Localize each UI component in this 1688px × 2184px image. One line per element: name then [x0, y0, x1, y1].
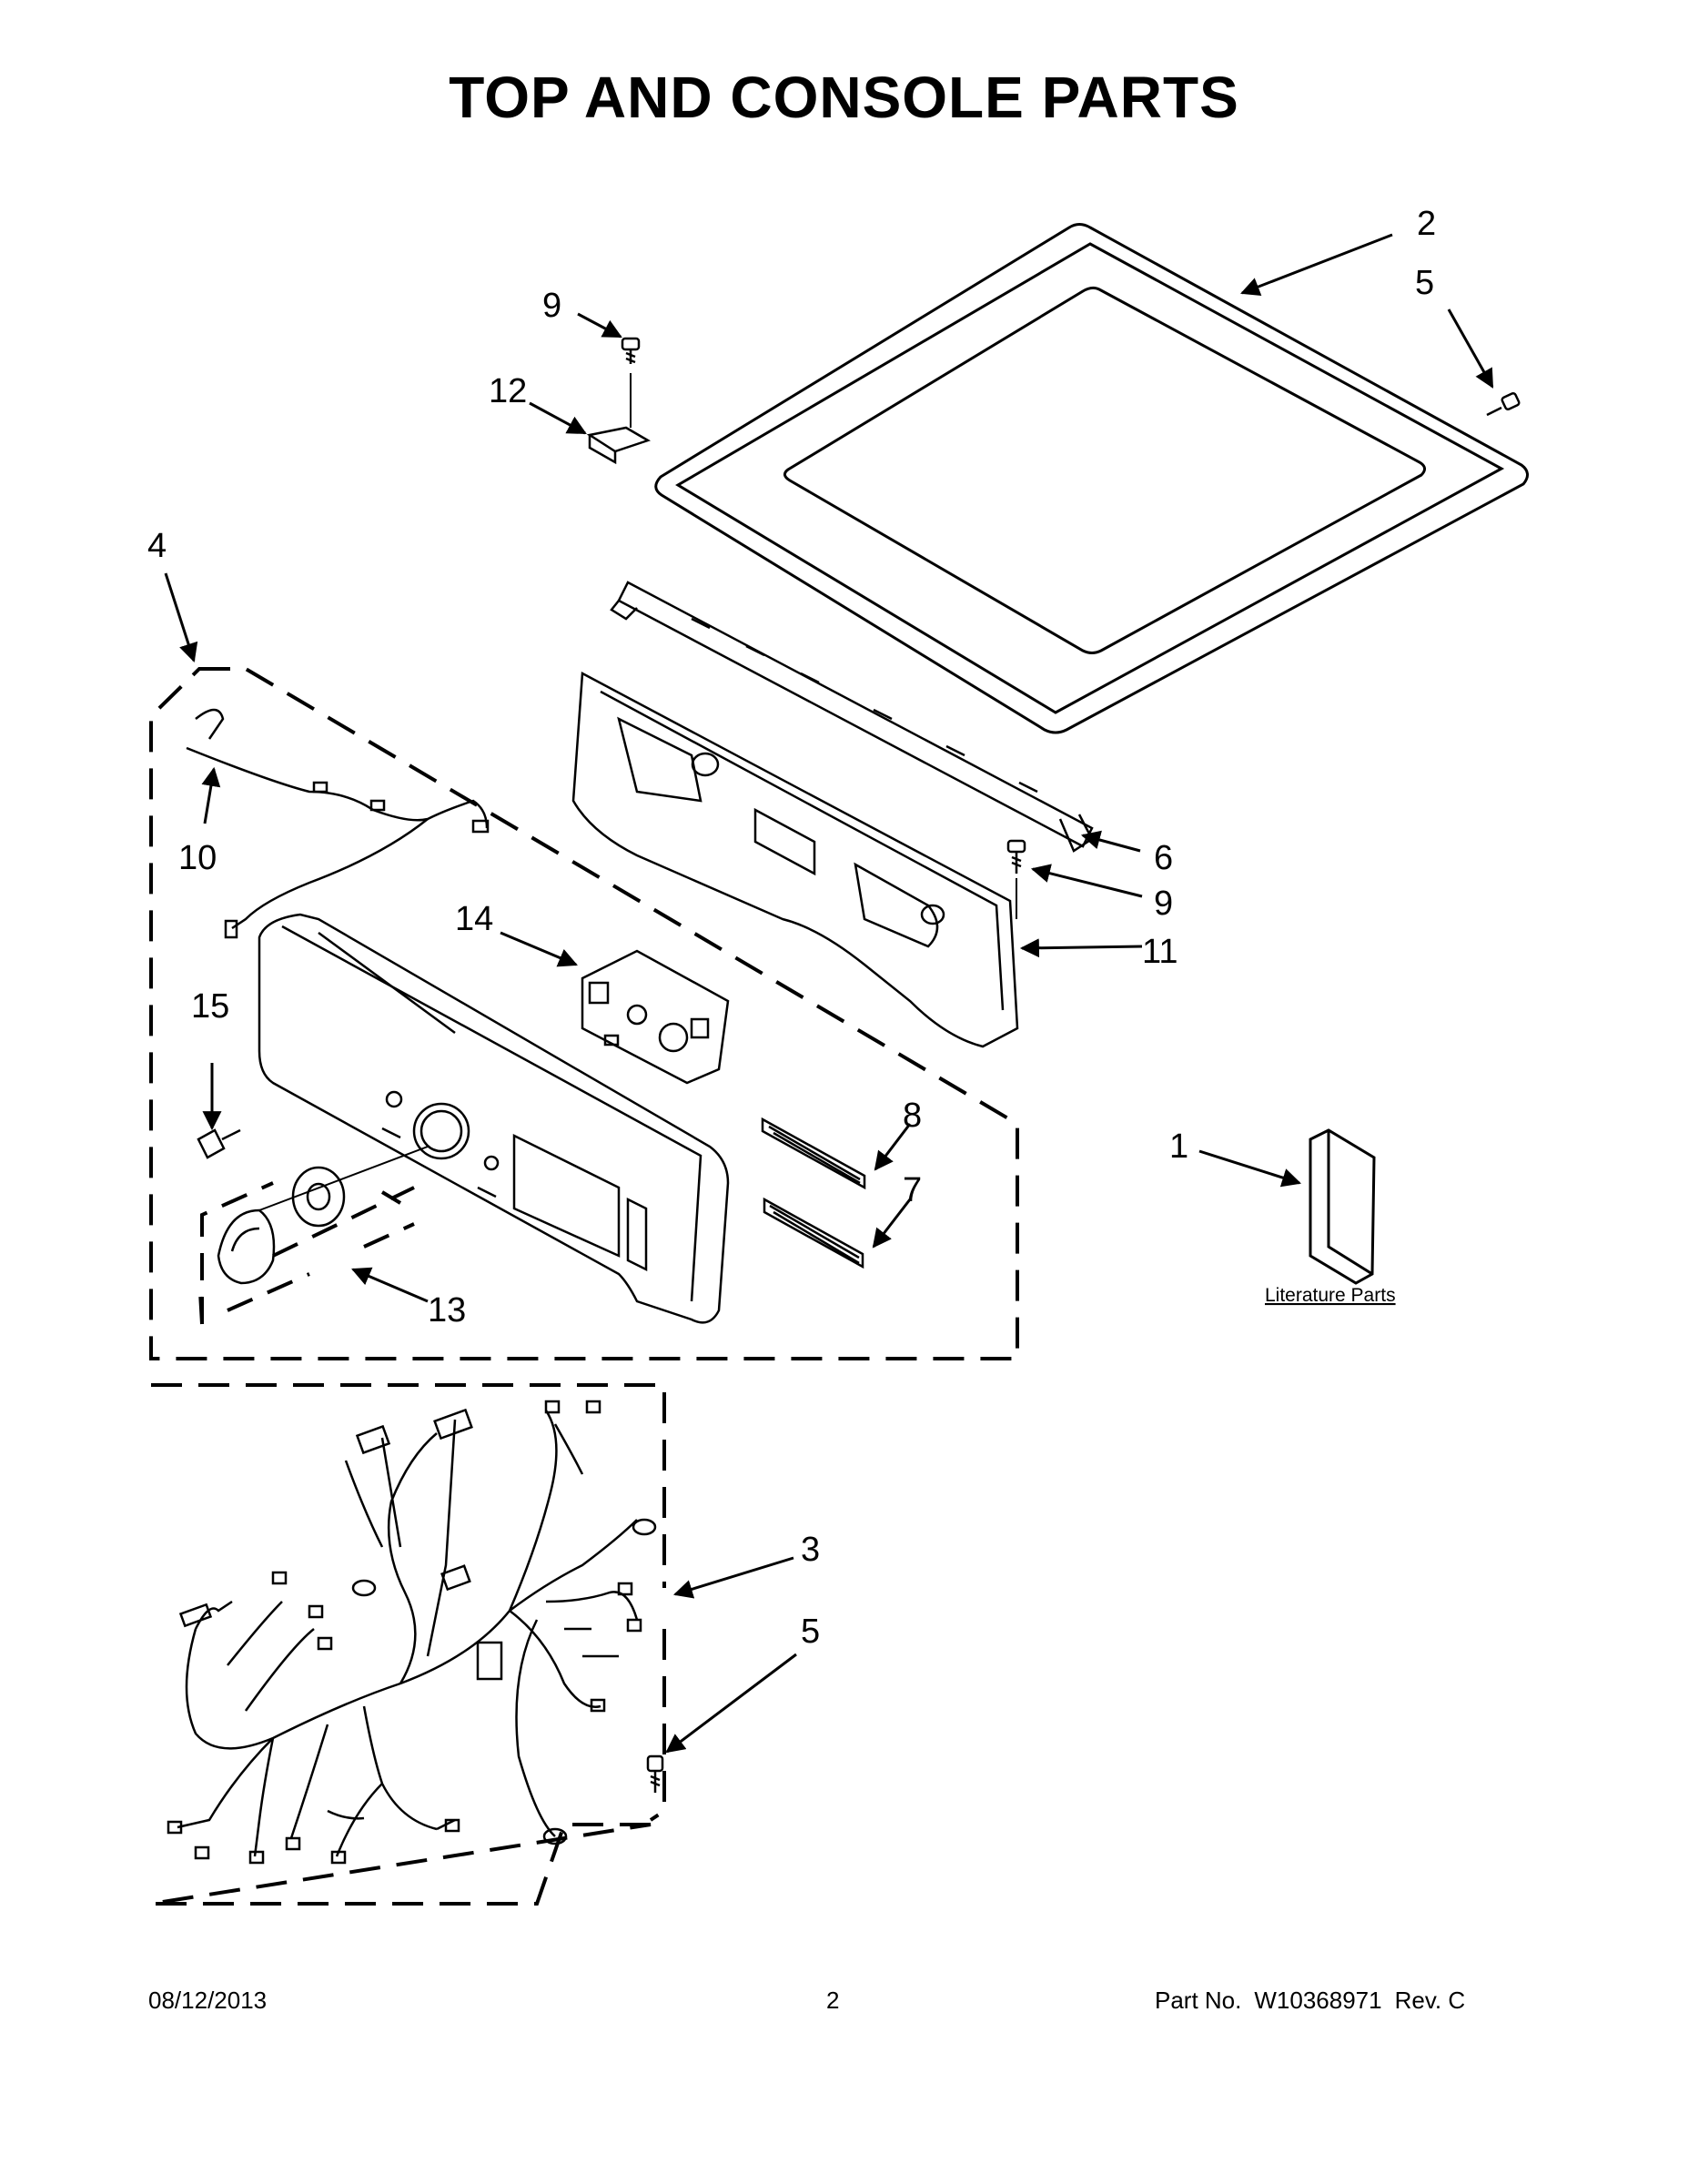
knob-assembly-outline	[198, 1181, 415, 1325]
screw-5-bottom	[646, 1754, 664, 1793]
callout-3: 3	[801, 1531, 820, 1569]
footer-part-number: W10368971	[1254, 1987, 1382, 2014]
console-back-panel	[571, 671, 1019, 1048]
footer-revision: Rev. C	[1394, 1987, 1466, 2014]
console-front-panel	[258, 913, 730, 1324]
console-rear-bracket	[610, 581, 1094, 853]
callout-7: 7	[903, 1171, 922, 1209]
footer-page-number: 2	[826, 1987, 840, 2014]
callout-13: 13	[428, 1291, 466, 1330]
wire-harness-outline	[150, 1383, 666, 1906]
callout-8: 8	[903, 1097, 922, 1135]
control-knob	[217, 1146, 429, 1285]
ribbon-cable-8	[761, 1117, 866, 1190]
ribbon-cable-7	[763, 1197, 864, 1269]
callout-10: 10	[178, 839, 217, 877]
callout-9-top: 9	[542, 287, 561, 325]
callout-14: 14	[455, 900, 493, 938]
clip-12	[586, 426, 652, 465]
callout-6: 6	[1154, 839, 1173, 877]
literature-book	[1309, 1128, 1376, 1285]
callout-5-bottom: 5	[801, 1613, 820, 1651]
screw-9-right	[1006, 839, 1026, 919]
top-panel	[654, 223, 1529, 734]
callout-15: 15	[191, 987, 229, 1026]
main-wire-harness	[167, 1400, 657, 1865]
footer-date: 08/12/2013	[148, 1987, 268, 2014]
callout-12: 12	[489, 372, 527, 410]
screw-9-top	[621, 337, 641, 428]
callout-leaders	[164, 233, 1494, 1754]
footer-part-label: Part No.	[1155, 1987, 1242, 2014]
console-wire-harness	[186, 708, 490, 939]
footer-part-info: Part No. W10368971 Rev. C	[1155, 1987, 1478, 2015]
page-title: TOP AND CONSOLE PARTS	[449, 65, 1239, 130]
screw-15	[197, 1128, 241, 1159]
callout-5-top: 5	[1415, 264, 1434, 302]
callout-2: 2	[1417, 205, 1436, 243]
callout-11: 11	[1142, 933, 1178, 971]
callout-4: 4	[147, 527, 167, 565]
callout-9-right: 9	[1154, 885, 1173, 923]
user-interface-board	[581, 949, 730, 1085]
callout-labels: 2 5 9 12 4 10 6 9 11 14 15 8 7 1 13 3 5 …	[147, 205, 1436, 1651]
screw-5-top	[1486, 392, 1521, 417]
literature-parts-label: Literature Parts	[1265, 1285, 1396, 1306]
callout-1: 1	[1169, 1127, 1188, 1166]
